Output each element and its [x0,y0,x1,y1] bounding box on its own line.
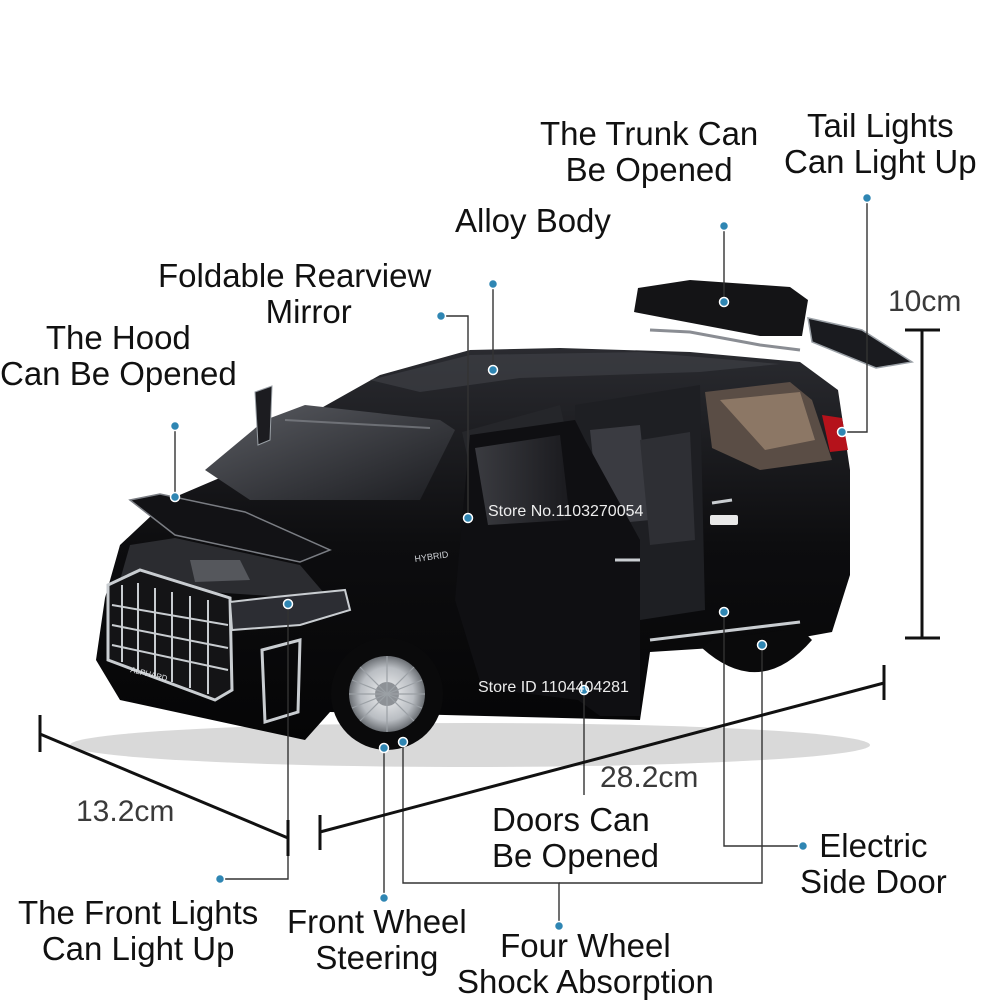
mirror-label: Foldable Rearview Mirror [158,257,432,330]
four-wheel-dot [553,920,565,932]
length-dimension-line [319,681,885,834]
alloy-body-label: Alloy Body [455,202,611,239]
doors-dot [578,684,590,696]
car-shadow [70,723,870,767]
electric-door-label: Electric Side Door [800,827,947,900]
front-lights-label: The Front Lights Can Light Up [18,894,259,967]
four-wheel-callout-line [402,742,560,926]
front-wheel-label: Front Wheel Steering [287,903,467,976]
four-wheel-label: Four Wheel Shock Absorption [457,927,714,1000]
hood-label: The Hood Can Be Opened [0,319,237,392]
mirror-callout-line [441,315,469,518]
windshield [205,405,455,500]
callout-lines [174,198,868,926]
width-dimension-line [39,732,289,840]
alloy-body-dot [487,278,499,290]
trunk-lid [634,280,808,336]
front-lights-callout-line [220,604,289,880]
store-id-watermark: Store ID 1104404281 [478,679,629,696]
electric-door-callout-line [723,612,803,847]
store-number-watermark: Store No.1103270054 [488,503,644,520]
tail-lights-dot [861,192,873,204]
front-lights-dot [214,873,226,885]
doors-label: Doors Can Be Opened [492,801,659,874]
hood [128,493,332,563]
dimension-lines [38,328,940,856]
electric-door-dot [797,840,809,852]
rear-wheel [702,628,812,673]
tail-lights-callout-line [842,198,868,433]
front-wheel [331,638,443,750]
front-wheel-dot [378,892,390,904]
tail-lights-label: Tail Lights Can Light Up [784,107,977,180]
side-badge: HYBRID [414,549,450,564]
hood-dot [169,420,181,432]
headlight [228,588,352,632]
tail-light [822,415,848,452]
car-model: HYBRID ALPHARD [70,280,915,767]
width-dimension-text: 13.2cm [76,795,175,828]
length-dimension-text: 28.2cm [600,761,699,794]
callout-dots [169,192,873,932]
mirror-dot [435,310,447,322]
trunk-label: The Trunk Can Be Opened [540,115,759,188]
height-dimension-text: 10cm [888,285,962,318]
trunk-dot [718,220,730,232]
